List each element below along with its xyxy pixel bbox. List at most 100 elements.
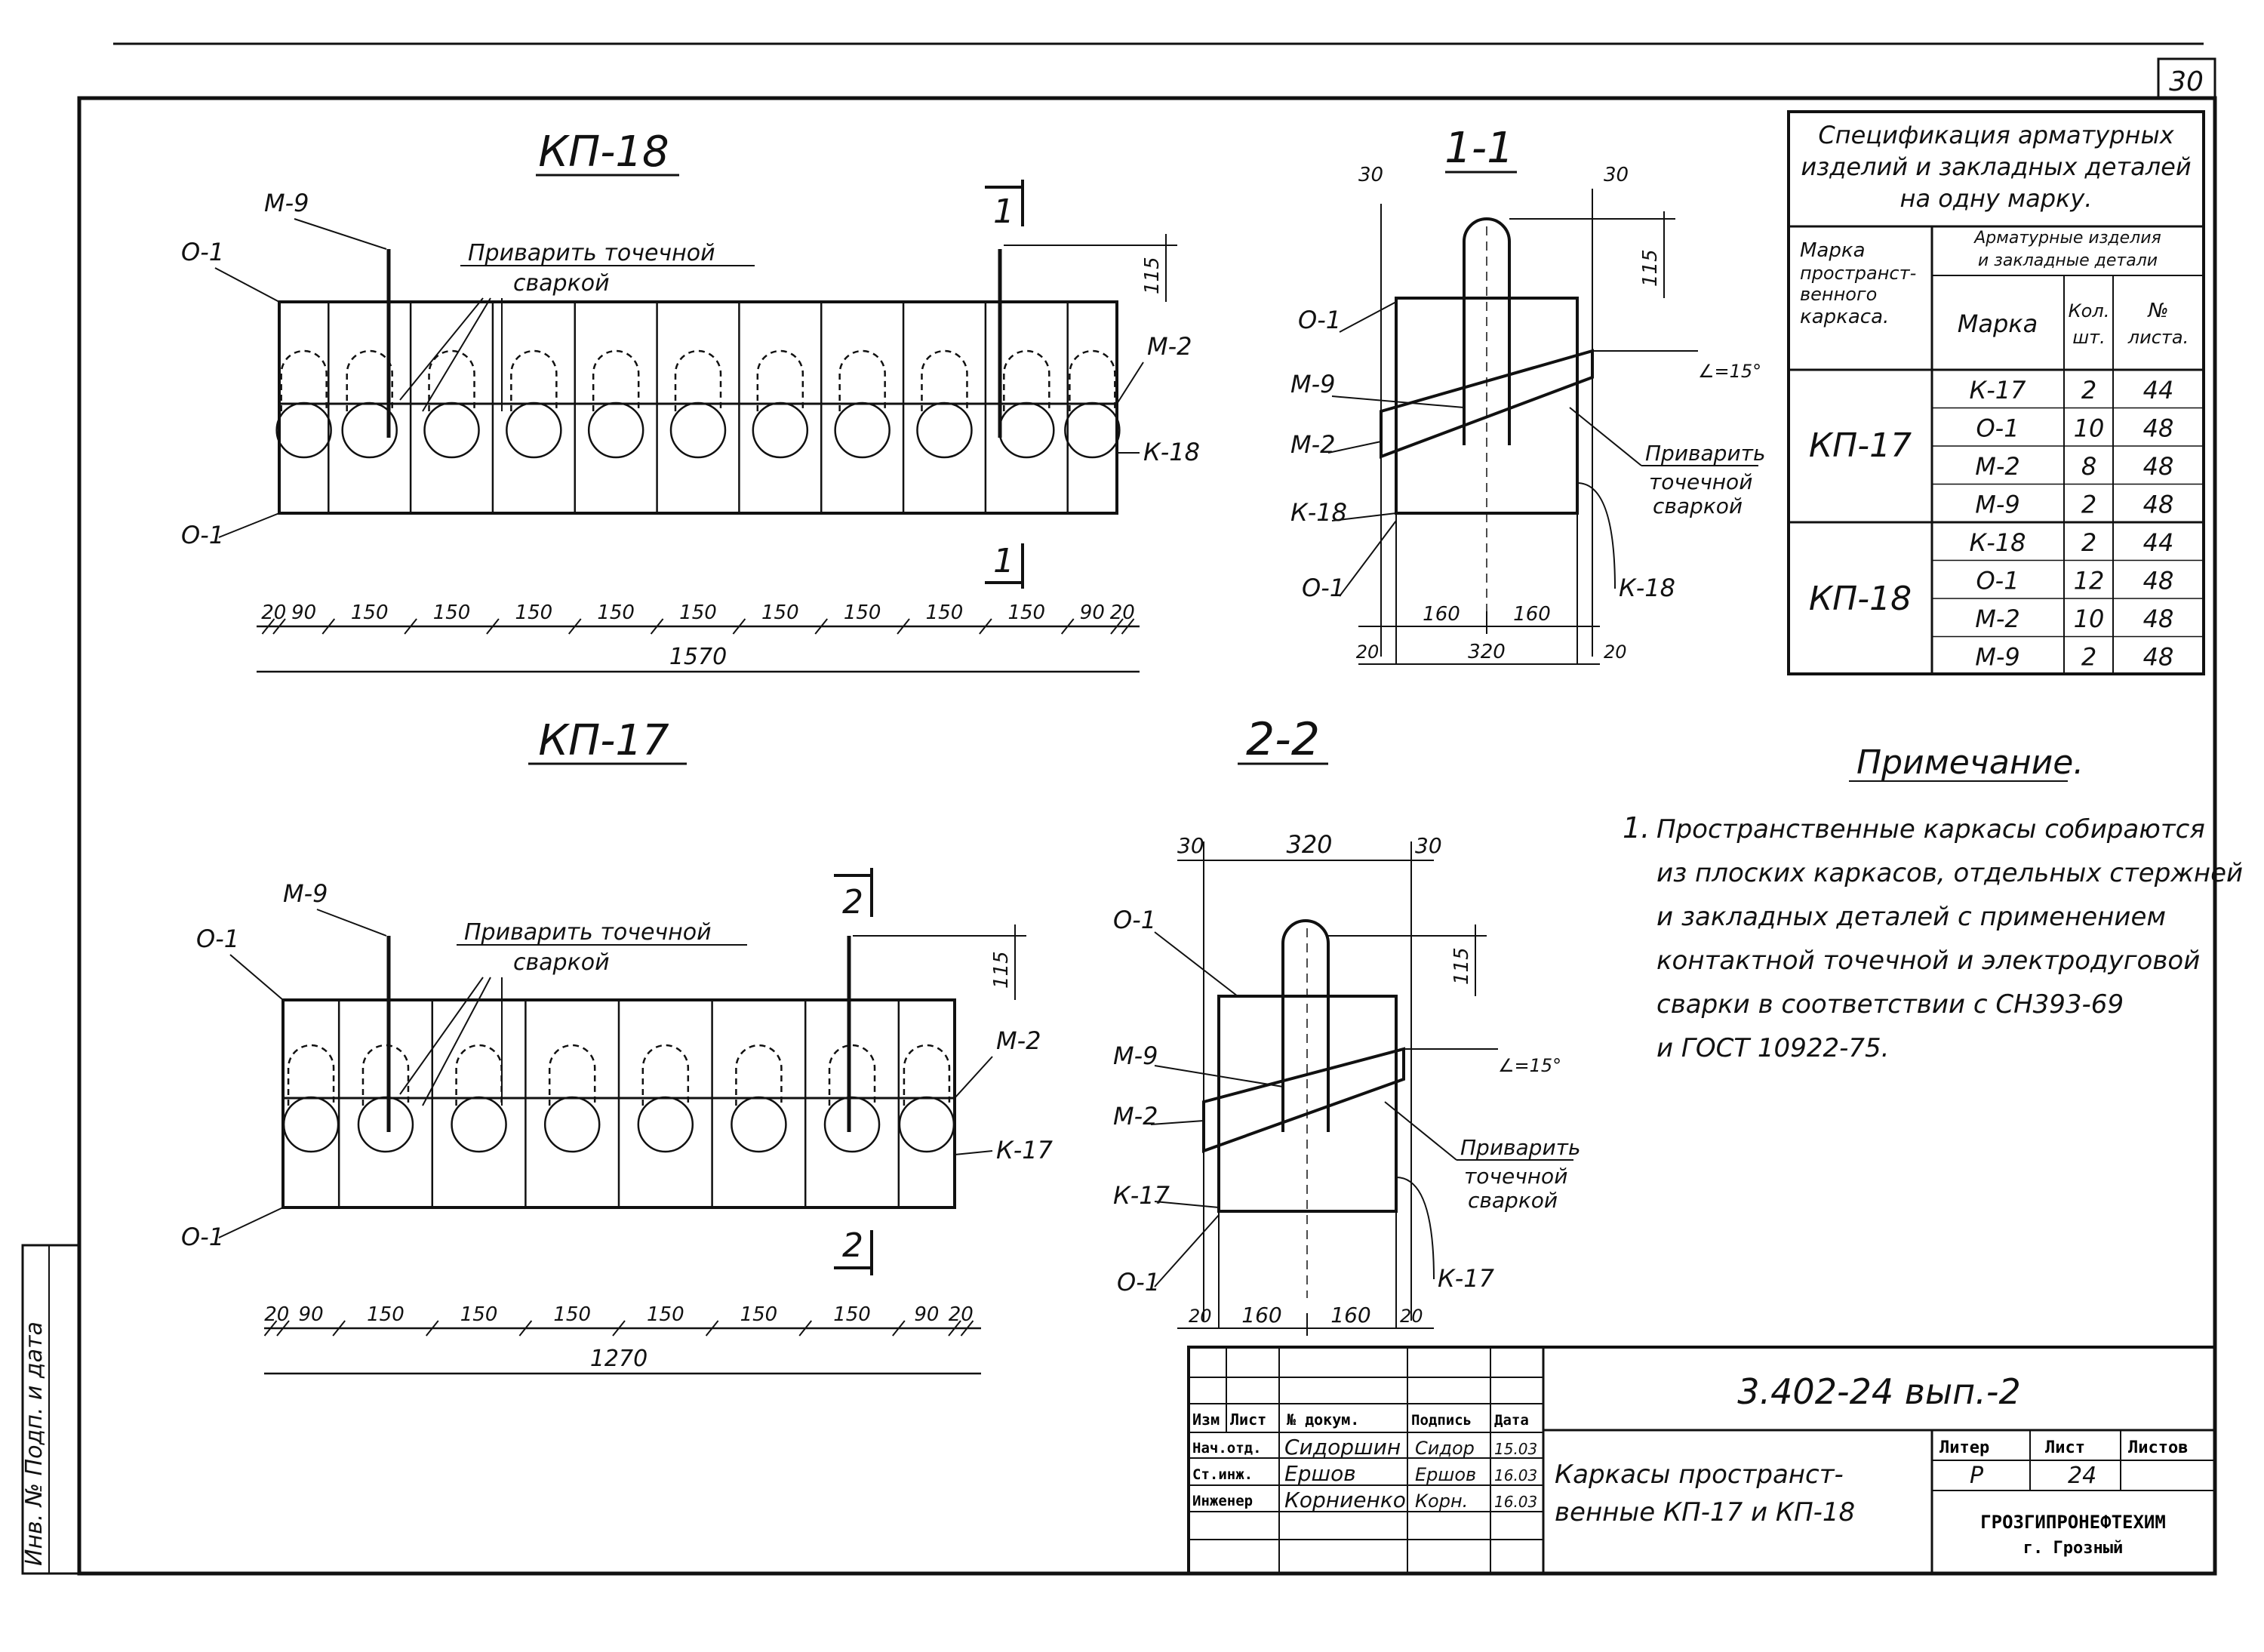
svg-text:20: 20 — [1604, 641, 1627, 663]
svg-text:320: 320 — [1286, 830, 1332, 859]
svg-text:Арматурные изделия: Арматурные изделия — [1973, 229, 2161, 248]
kp17-title: КП-17 — [538, 716, 669, 765]
svg-text:∠=15°: ∠=15° — [1498, 1055, 1561, 1076]
svg-text:О-1: О-1 — [1302, 574, 1345, 602]
dim-label: 20 — [264, 1303, 289, 1326]
dim-tick — [263, 1320, 278, 1337]
spec-cell: 48 — [2143, 567, 2174, 595]
anchor-loop — [1069, 349, 1116, 411]
embed-ring — [451, 1096, 507, 1153]
spec-cell: 10 — [2074, 414, 2105, 443]
svg-text:Изм: Изм — [1192, 1411, 1220, 1429]
spec-cell: 48 — [2143, 452, 2174, 481]
svg-text:1570: 1570 — [669, 644, 727, 670]
svg-text:∠=15°: ∠=15° — [1698, 361, 1761, 382]
svg-text:М-2: М-2 — [1113, 1102, 1158, 1131]
spec-cell: 2 — [2081, 376, 2096, 405]
svg-text:Спецификация арматурных: Спецификация арматурных — [1818, 121, 2174, 149]
svg-text:30: 30 — [1358, 164, 1383, 186]
svg-text:2: 2 — [842, 1226, 863, 1265]
dim-label: 150 — [597, 601, 635, 624]
svg-text:Лист: Лист — [1230, 1411, 1266, 1429]
dim-tick — [332, 1320, 346, 1337]
svg-text:ГРОЗГИПРОНЕФТЕХИМ: ГРОЗГИПРОНЕФТЕХИМ — [1980, 1512, 2166, 1533]
svg-text:точечной: точечной — [1649, 469, 1752, 494]
spec-cell: М-2 — [1975, 452, 2020, 481]
dim-label: 150 — [553, 1303, 591, 1326]
dim-label: 150 — [833, 1303, 871, 1326]
embed-ring — [543, 1096, 601, 1153]
dim-label: 90 — [914, 1303, 939, 1326]
kp18-view: КП-18 1 1 115 М-9 О-1 М-2 К-18 О-1 Прива… — [181, 128, 1200, 673]
dim-label: 20 — [949, 1303, 974, 1326]
embed-ring — [357, 1096, 414, 1153]
svg-text:пространст-: пространст- — [1800, 263, 1916, 284]
svg-text:160: 160 — [1330, 1303, 1370, 1327]
svg-text:Кол.: Кол. — [2069, 300, 2110, 321]
anchor-loop — [838, 349, 886, 411]
spec-cell: 8 — [2081, 452, 2096, 481]
svg-text:20: 20 — [1400, 1306, 1423, 1327]
kp18-title: КП-18 — [538, 128, 669, 177]
svg-text:и ГОСТ 10922-75.: и ГОСТ 10922-75. — [1656, 1033, 1889, 1063]
dim-tick — [1110, 618, 1124, 635]
dim-tick — [425, 1320, 439, 1337]
embed-ring — [341, 401, 398, 459]
tb-role: Инженер — [1192, 1493, 1253, 1509]
anchor-loop — [903, 1044, 951, 1106]
dim-label: 150 — [515, 601, 553, 624]
anchor-loop — [361, 1044, 410, 1106]
spec-cell: 44 — [2143, 376, 2174, 405]
dim-label: 150 — [367, 1303, 405, 1326]
dim-tick — [897, 618, 910, 635]
svg-text:сваркой: сваркой — [513, 949, 610, 976]
embed-ring — [423, 401, 480, 459]
spec-cell: К-18 — [1970, 528, 2026, 557]
anchor-loop — [287, 1044, 335, 1106]
svg-text:К-17: К-17 — [1438, 1264, 1495, 1293]
tb-name: Корниенко — [1284, 1487, 1406, 1512]
anchor-loop — [735, 1044, 783, 1106]
anchor-loop — [641, 1044, 690, 1106]
dim-tick — [960, 1320, 974, 1337]
embed-ring — [637, 1096, 694, 1153]
dim-label: 20 — [261, 601, 286, 624]
svg-text:30: 30 — [1177, 833, 1204, 858]
dim-label: 150 — [1007, 601, 1045, 624]
spec-cell: 2 — [2081, 643, 2096, 672]
dim-tick — [650, 618, 664, 635]
title-block: Изм Лист № докум. Подпись Дата Нач.отд.С… — [1187, 1346, 2216, 1575]
spec-cell: 44 — [2143, 528, 2174, 557]
svg-text:Приварить точечной: Приварить точечной — [468, 240, 715, 266]
svg-text:1.: 1. — [1623, 811, 1650, 844]
svg-text:О-1: О-1 — [196, 924, 239, 953]
dim-label: 150 — [351, 601, 389, 624]
svg-text:О-1: О-1 — [1298, 306, 1341, 334]
dim-tick — [518, 1320, 533, 1337]
svg-text:115: 115 — [1141, 257, 1164, 294]
tb-name: Ершов — [1284, 1461, 1356, 1486]
embed-ring — [282, 1096, 340, 1153]
svg-text:Марка: Марка — [1958, 309, 2038, 338]
svg-text:О-1: О-1 — [181, 238, 224, 266]
dim-label: 150 — [460, 1303, 498, 1326]
svg-text:К-18: К-18 — [1143, 438, 1200, 466]
section-2-2: 2-2 30 320 30 115 ∠=15° О-1 М-9 М-2 К-17… — [1113, 713, 1580, 1336]
svg-text:160: 160 — [1423, 603, 1460, 626]
svg-text:К-18: К-18 — [1290, 498, 1347, 527]
svg-text:М-9: М-9 — [1290, 370, 1336, 398]
dim-tick — [814, 618, 829, 635]
spec-cell: М-2 — [1975, 605, 2020, 633]
dim-label: 90 — [291, 601, 316, 624]
embed-ring — [916, 401, 973, 459]
svg-text:К-17: К-17 — [996, 1136, 1054, 1164]
section-1-1: 1-1 30 30 115 ∠=15° О-1 М-9 М-2 К-18 О-1… — [1290, 124, 1765, 665]
dim-tick — [272, 618, 286, 635]
dim-label: 150 — [679, 601, 717, 624]
svg-text:Примечание.: Примечание. — [1856, 743, 2084, 782]
dim-tick — [486, 618, 500, 635]
embed-ring — [898, 1096, 955, 1153]
svg-text:К-18: К-18 — [1619, 574, 1675, 602]
spec-cell: 12 — [2074, 567, 2105, 595]
embed-ring — [752, 401, 809, 459]
